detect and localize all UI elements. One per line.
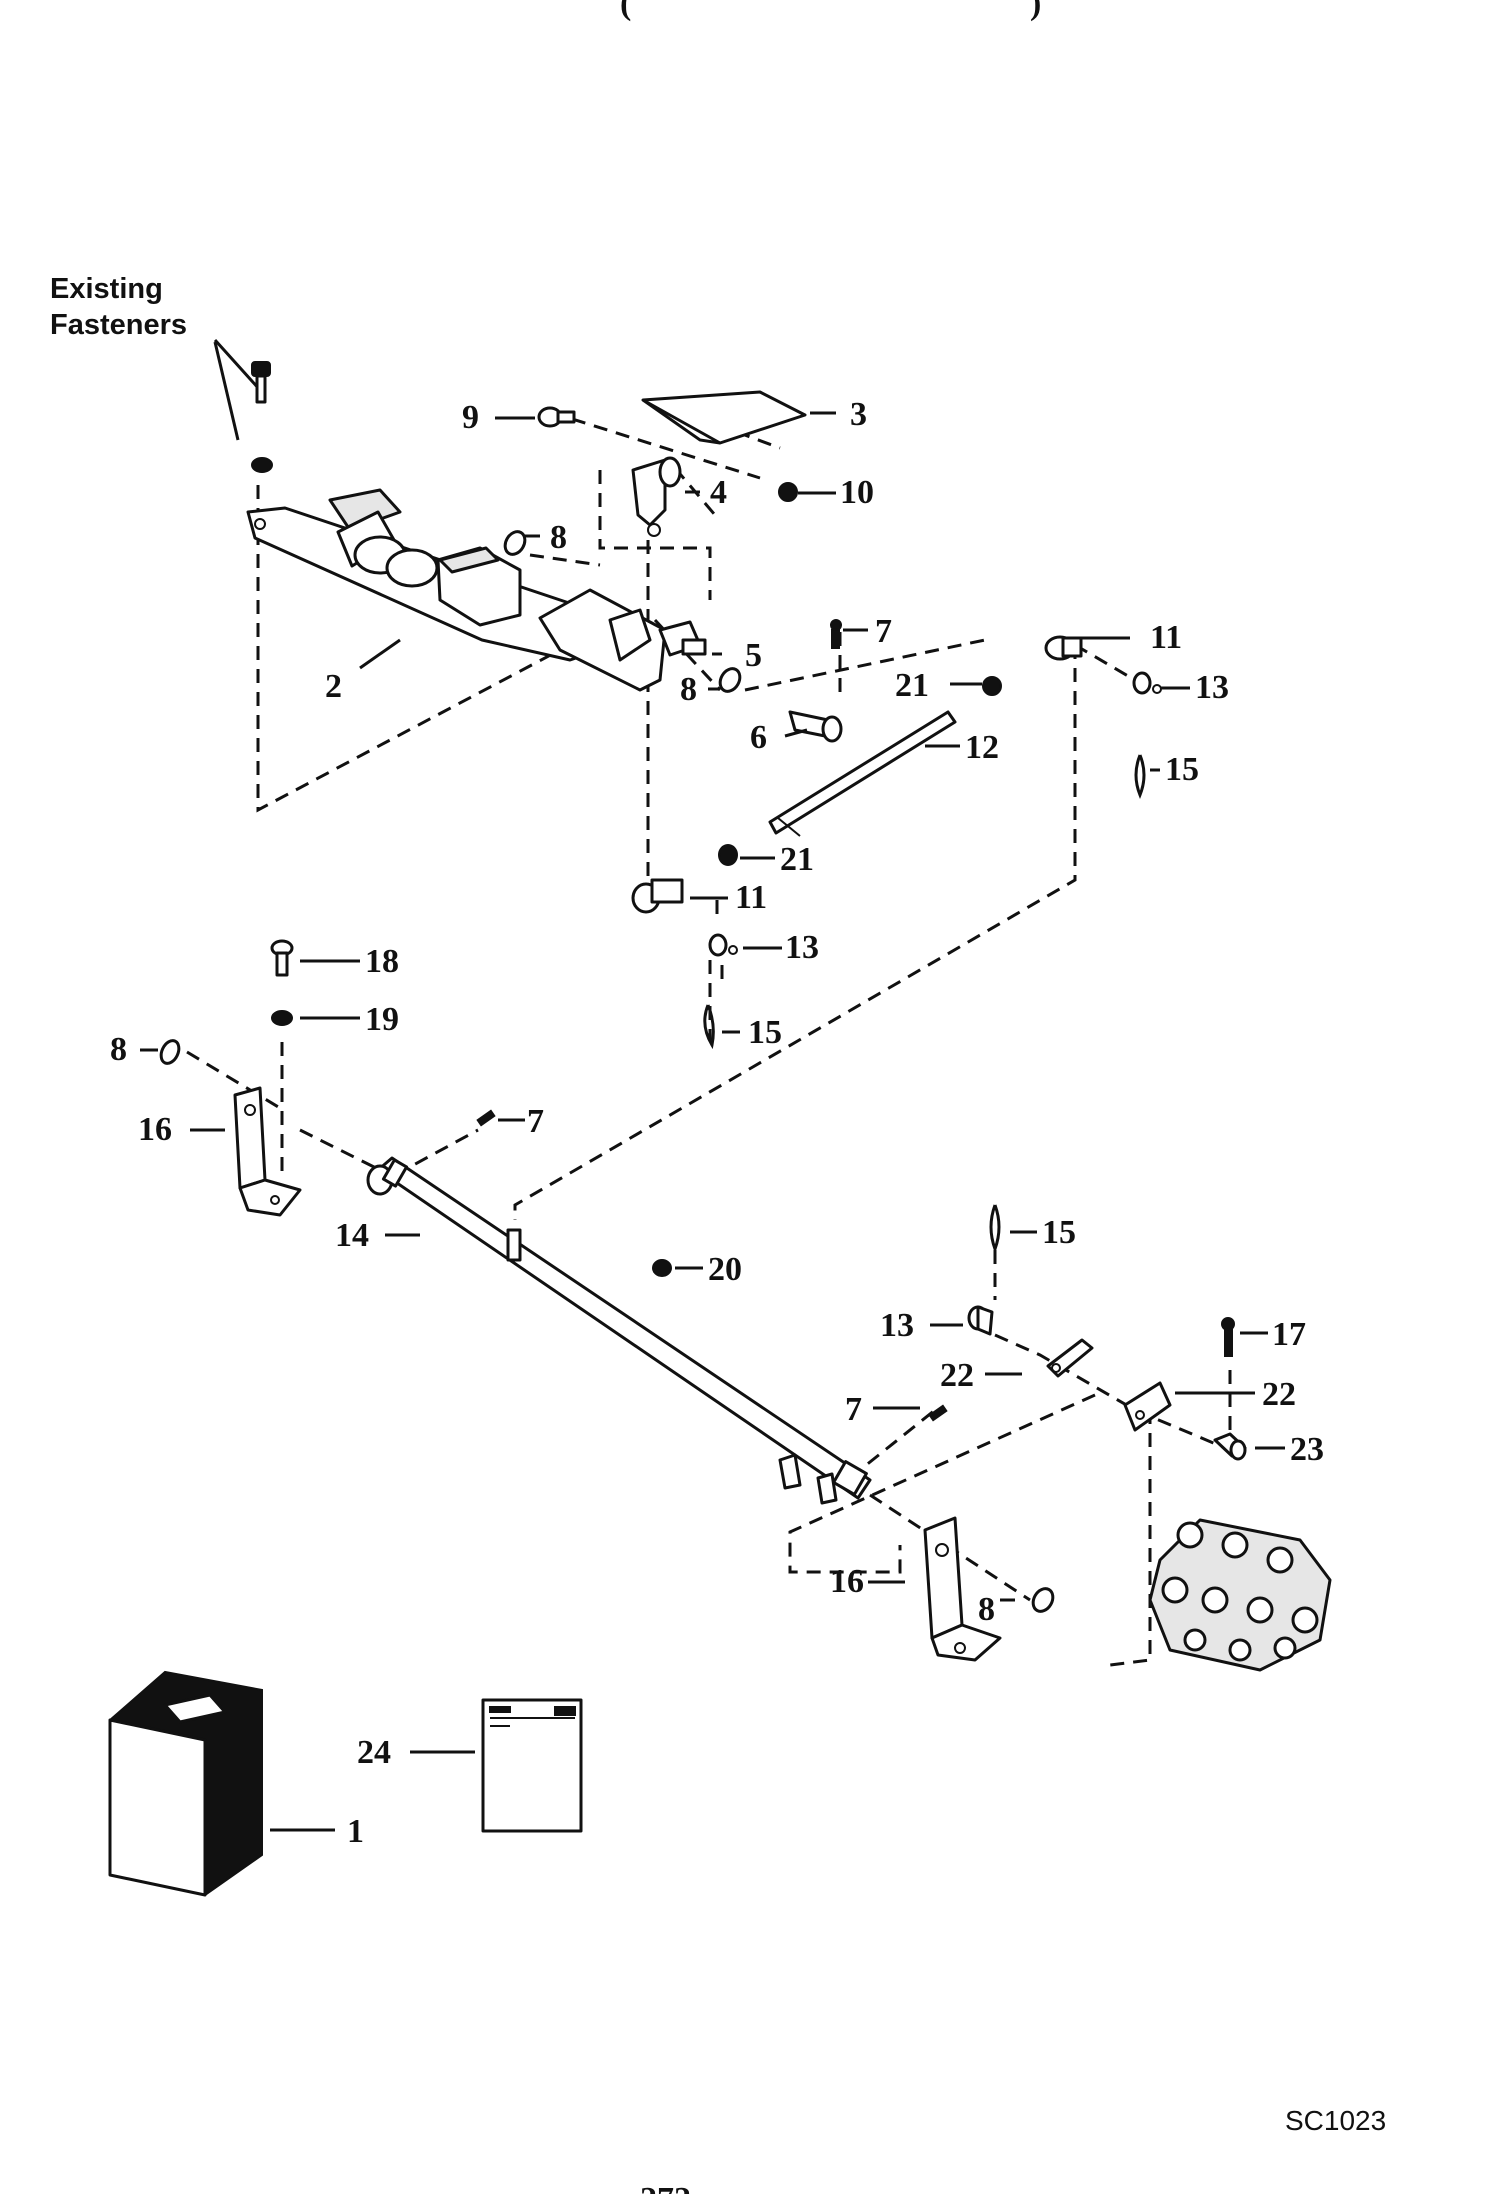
bolt-18-icon [270,939,294,977]
callout-2: 2 [325,668,342,705]
link-22b-part [1123,1381,1172,1432]
callout-14: 14 [335,1217,369,1254]
pin-7a-icon [830,619,842,649]
callout-13b: 13 [785,929,819,966]
washer-21a-icon [982,676,1002,696]
clevis-11a-icon [1044,635,1083,661]
pin-7b-icon [476,1109,496,1127]
pin-13b-icon [708,933,738,957]
callout-8c: 8 [110,1031,127,1068]
washer-8d-icon [1031,1587,1055,1613]
callout-8a: 8 [550,519,567,556]
existing-washer-icon [251,457,273,473]
callout-6: 6 [750,719,767,756]
callout-24: 24 [357,1734,391,1771]
pin-13a-icon [1132,671,1162,695]
callout-22b: 22 [1262,1376,1296,1413]
header-paren-right: ) [1030,0,1041,22]
callout-7b: 7 [527,1103,544,1140]
note-leaders [213,338,262,441]
callout-8b: 8 [680,671,697,708]
existing-bolt-icon [251,361,271,404]
callout-3: 3 [850,396,867,433]
callout-21b: 21 [780,841,814,878]
callout-7a: 7 [875,613,892,650]
callout-9: 9 [462,399,479,436]
callout-16b: 16 [830,1563,864,1600]
callout-22a: 22 [940,1357,974,1394]
callout-1: 1 [347,1813,364,1850]
callout-10: 10 [840,474,874,511]
callout-16a: 16 [138,1111,172,1148]
callout-17: 17 [1272,1316,1306,1353]
nut-20-icon [652,1259,672,1277]
lever-mount-part [538,588,707,692]
assembly-dashed-lines [186,398,1232,1667]
cotter-15b-icon [703,1004,715,1050]
washer-21b-icon [718,844,738,866]
washer-8b-icon [718,667,742,693]
callout-11a: 11 [1150,619,1182,656]
callout-13c: 13 [880,1307,914,1344]
bolt-9-icon [537,406,576,428]
shaft-part [366,1156,872,1505]
cotter-15c-icon [989,1204,1001,1254]
base-plate-part [246,488,612,662]
note-existing: Existing [50,273,163,305]
callout-15a: 15 [1165,751,1199,788]
callout-13a: 13 [1195,669,1229,706]
cotter-15a-icon [1134,754,1146,800]
header-paren-left: ( [620,0,631,22]
rod-part [768,710,957,837]
callout-7c: 7 [845,1391,862,1428]
bracket-16a-part [233,1086,302,1217]
document-part [481,1698,583,1833]
control-valve-part [1148,1518,1332,1672]
pin-6-icon [788,710,843,743]
pin-7c-icon [928,1404,948,1422]
clevis-11b-icon [631,878,684,914]
callout-15b: 15 [748,1014,782,1051]
callout-15c: 15 [1042,1214,1076,1251]
callout-8d: 8 [978,1591,995,1628]
washer-19-icon [271,1010,293,1026]
nut-10-icon [778,482,798,502]
manual-book-part [108,1670,263,1897]
link-22a-part [1046,1338,1094,1378]
pin-23-icon [1213,1432,1247,1461]
callout-leaders [140,411,1285,1832]
callout-21a: 21 [895,667,929,704]
callout-19: 19 [365,1001,399,1038]
callout-20: 20 [708,1251,742,1288]
washer-8a-icon [503,530,527,556]
page-number: 272 [640,2181,691,2194]
pin-13c-icon [967,1305,994,1336]
figure-code: SC1023 [1285,2105,1386,2136]
pin-17-icon [1221,1317,1235,1357]
callout-4: 4 [710,474,727,511]
note-fasteners: Fasteners [50,309,187,341]
bracket-part [631,456,682,537]
pedal-part [641,390,807,445]
callout-23: 23 [1290,1431,1324,1468]
washer-8c-icon [159,1039,181,1065]
callout-12: 12 [965,729,999,766]
callout-11b: 11 [735,879,767,916]
callout-18: 18 [365,943,399,980]
callout-5: 5 [745,637,762,674]
bracket-16b-part [923,1516,1002,1662]
